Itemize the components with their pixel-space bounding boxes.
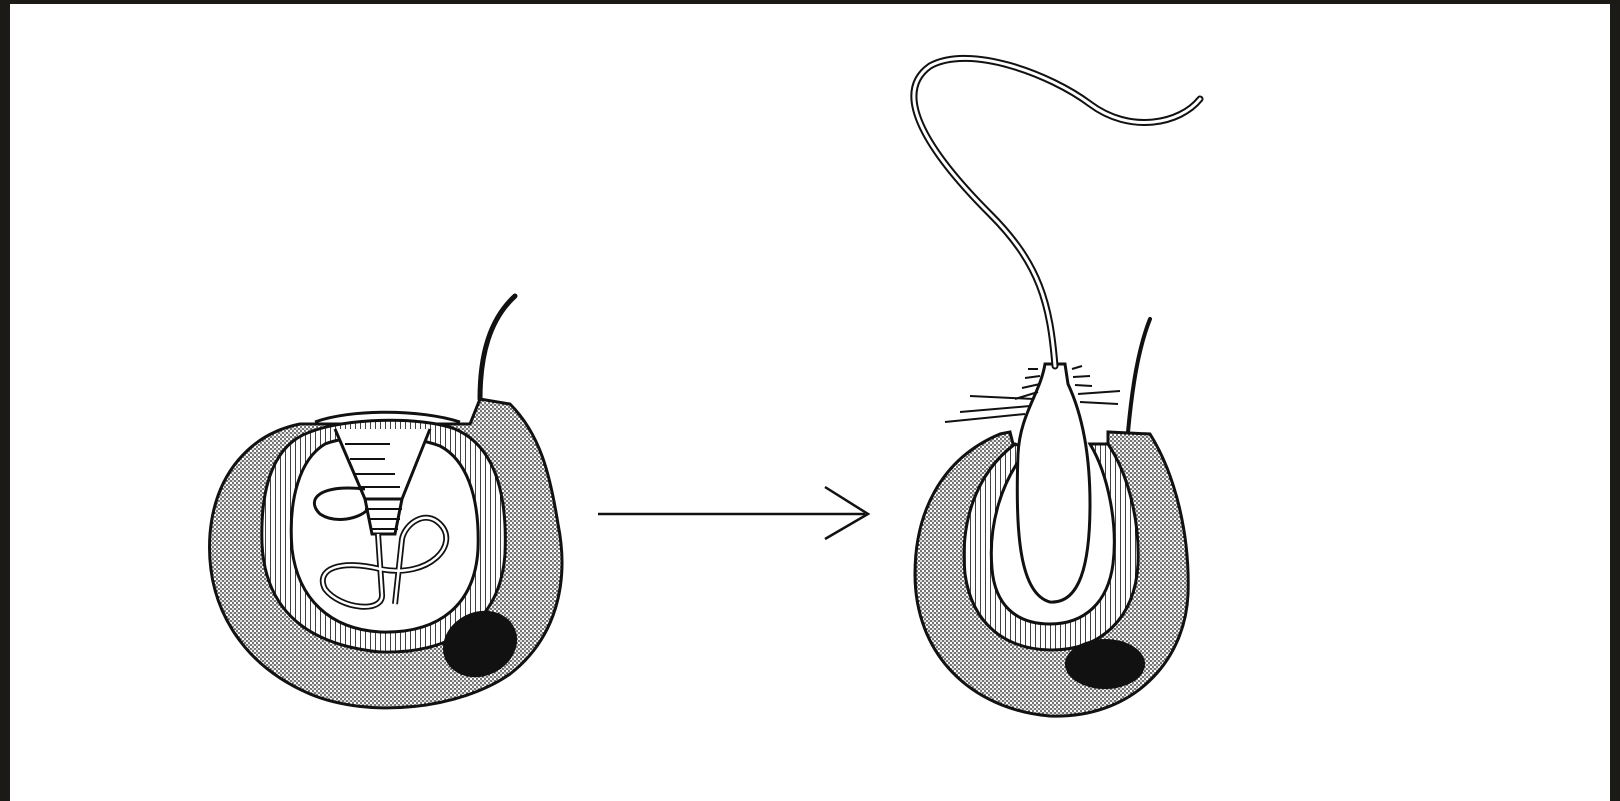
figure-panel xyxy=(10,4,1610,801)
discharged-cnidocyte xyxy=(914,58,1200,716)
cnidocil xyxy=(480,296,515,399)
cnidocyte-discharge-diagram xyxy=(10,4,1610,801)
transition-arrow xyxy=(598,487,868,539)
cnidocil xyxy=(1128,319,1150,432)
resting-cnidocyte xyxy=(210,296,562,708)
nucleus xyxy=(1065,639,1145,689)
discharged-thread xyxy=(914,58,1200,366)
